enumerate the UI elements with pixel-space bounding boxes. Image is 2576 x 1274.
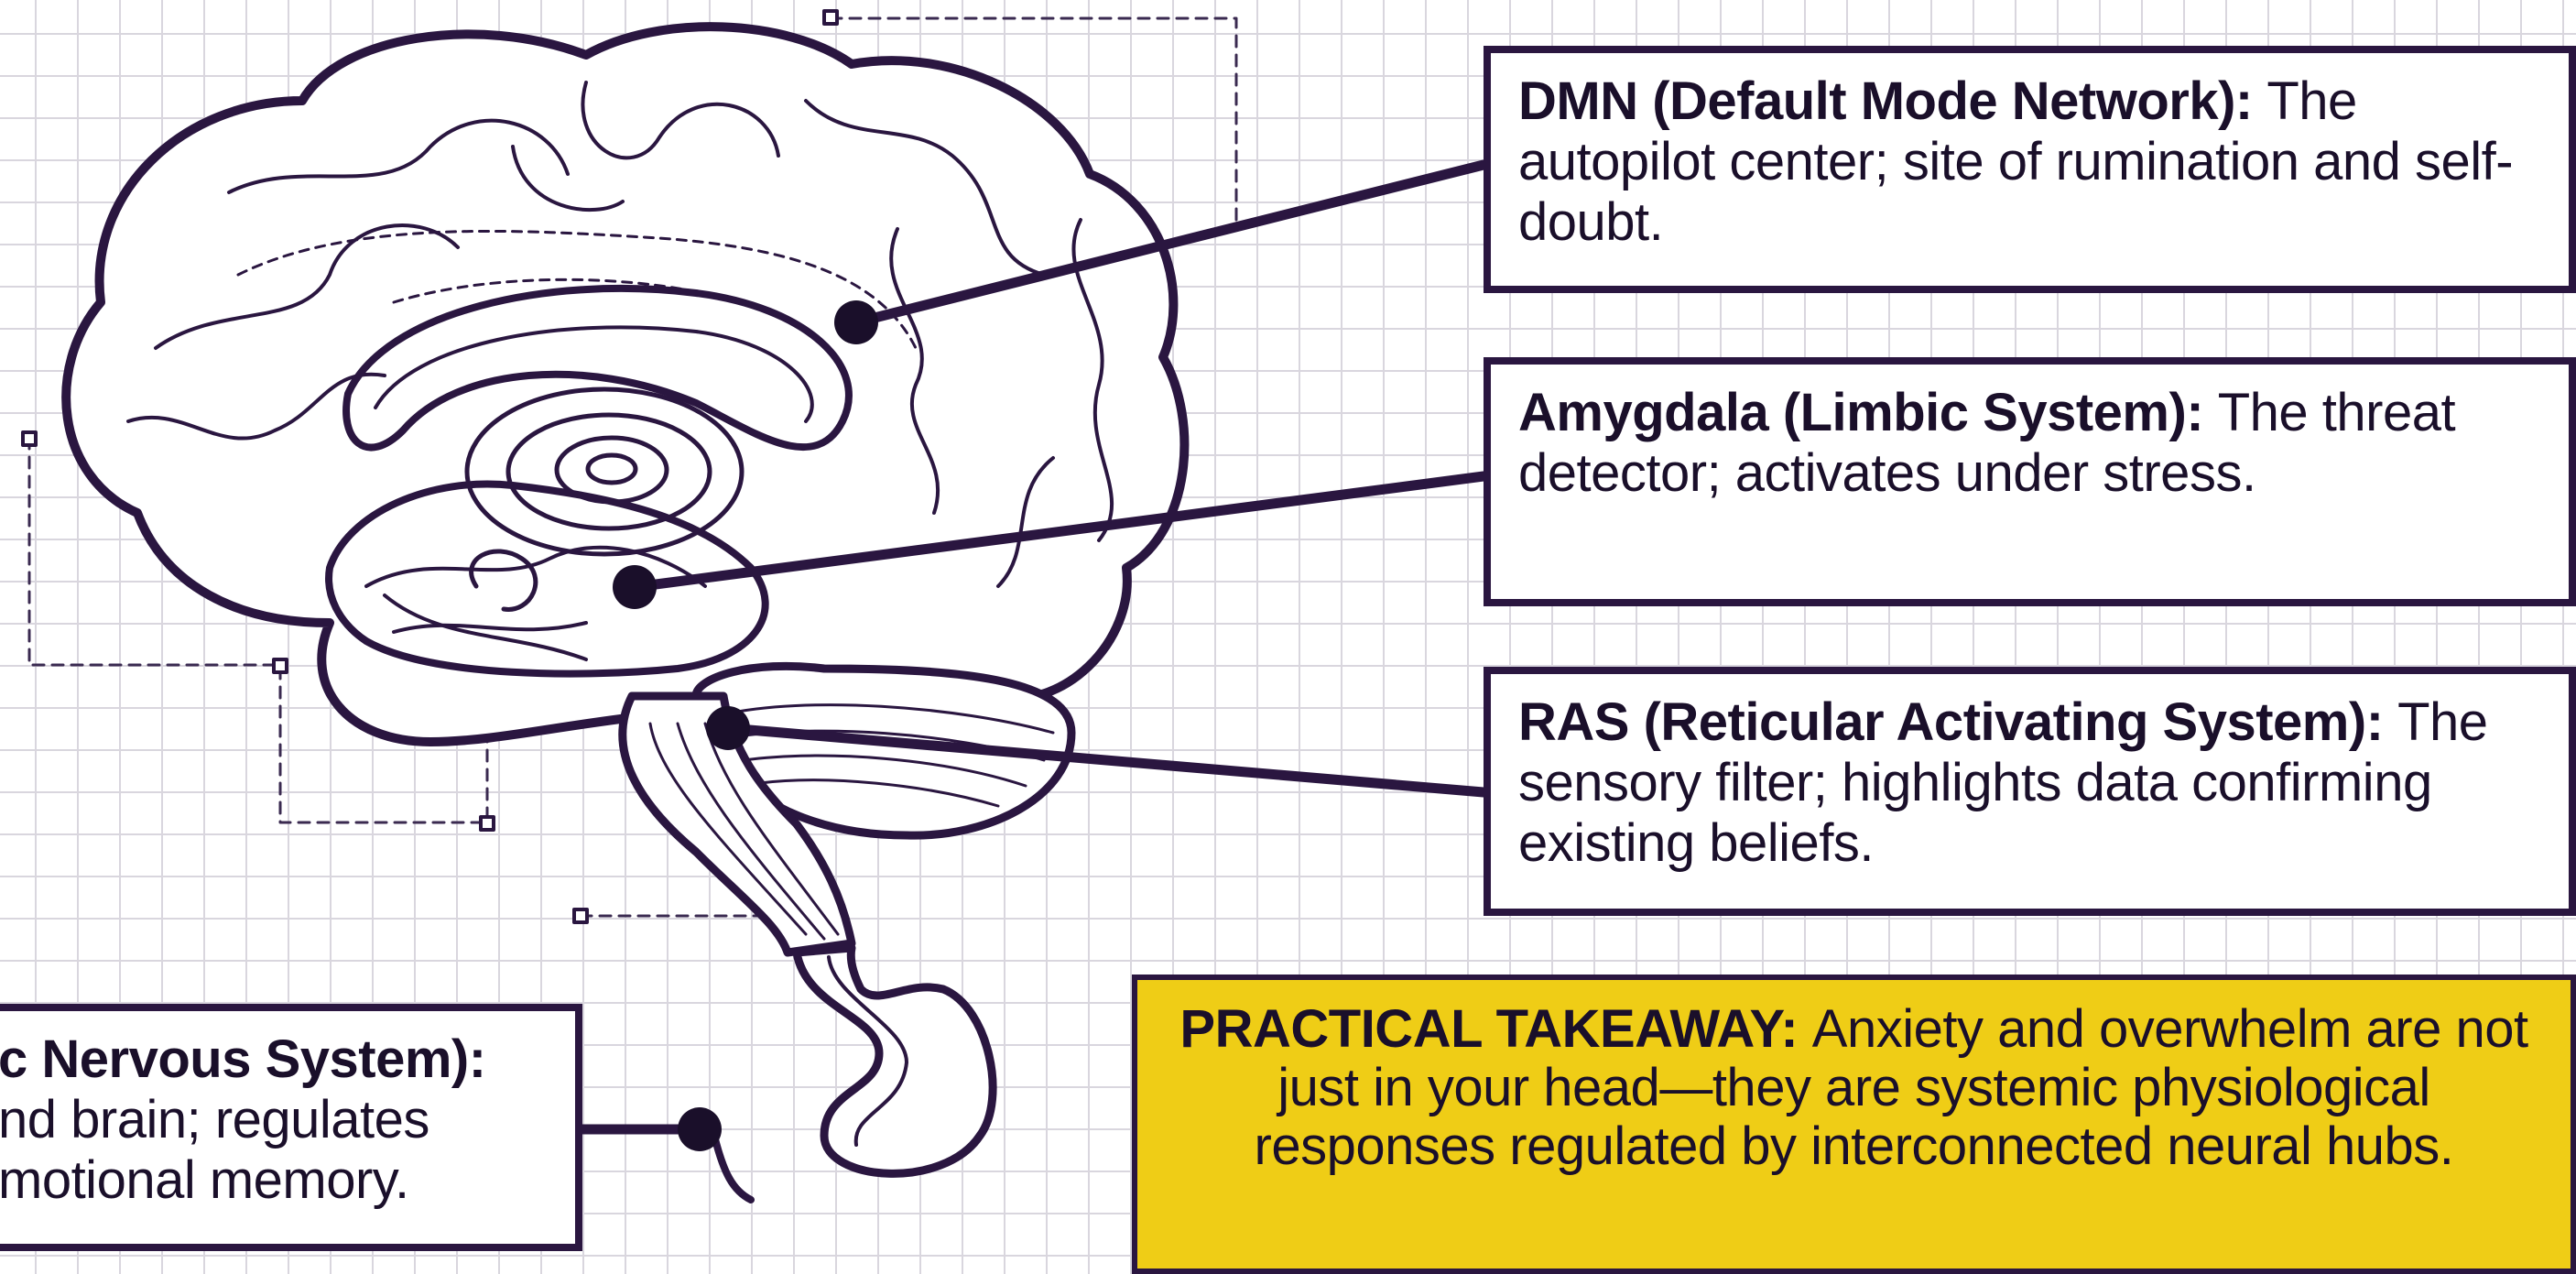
ras-callout: RAS (Reticular Activating System): The s…	[1484, 667, 2576, 916]
ens-text: nd brain; regulates motional memory.	[0, 1090, 429, 1210]
ens-marker	[678, 1107, 722, 1151]
ens-title: c Nervous System):	[0, 1029, 486, 1089]
practical-takeaway-box: PRACTICAL TAKEAWAY: Anxiety and overwhel…	[1132, 975, 2576, 1274]
vagus-tube	[797, 948, 993, 1173]
amygdala-callout: Amygdala (Limbic System): The threat det…	[1484, 357, 2576, 606]
dmn-callout: DMN (Default Mode Network): The autopilo…	[1484, 46, 2576, 293]
ras-title: RAS (Reticular Activating System):	[1518, 692, 2397, 752]
gut-tail	[714, 1136, 751, 1200]
ras-marker	[706, 706, 750, 750]
ens-callout: c Nervous System): nd brain; regulates m…	[0, 1004, 582, 1251]
dmn-title: DMN (Default Mode Network):	[1518, 71, 2266, 131]
amygdala-marker	[613, 565, 657, 609]
amygdala-title: Amygdala (Limbic System):	[1518, 383, 2218, 442]
dmn-marker	[834, 300, 878, 344]
takeaway-label: PRACTICAL TAKEAWAY:	[1179, 999, 1811, 1059]
